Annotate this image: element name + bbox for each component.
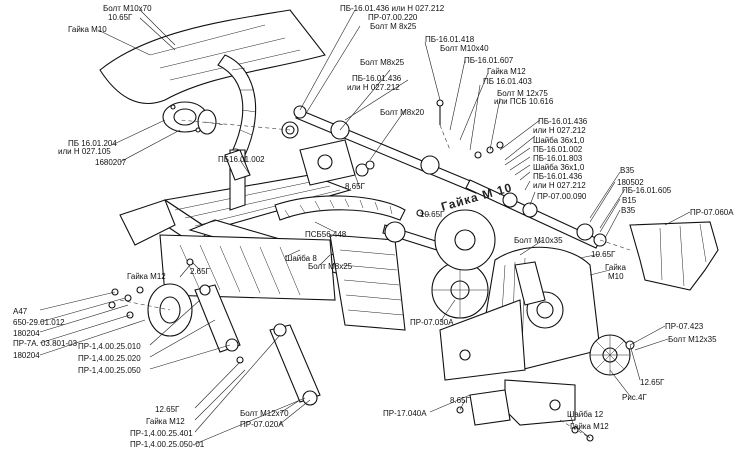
leader-lines [39,9,691,445]
upper-guard-cover [99,9,326,104]
label-size-12-65g-right: 12.65Г [640,378,665,387]
lower-lever-arm [269,323,321,406]
label-bolt-m10x35: Болт M10x35 [514,236,563,245]
label-bolt-m12x35: Болт M12x35 [668,335,717,344]
label-bolt-m8x25-mid: Болт M8x25 [360,58,405,67]
label-nut-m12-low: Гайка M12 [146,417,185,426]
label-pb-16-01-002-right: ПБ-16.01.002 [533,145,583,154]
label-bolt-m8x20: Болт М8x20 [380,108,425,117]
label-pr-07-00-090: ПР-07.00.090 [537,192,587,201]
label-pr-1-4-00-25-010: ПР-1,4.00.25.010 [78,342,141,351]
label-code-180204-a: 180204 [13,329,40,338]
label-size-8-65g-low: 8.65Г [450,396,470,405]
star-sprocket-upper [434,209,496,271]
label-pb16-01-002-left: ПБ16.01.002 [218,155,265,164]
label-pb-16-01-418: ПБ-16.01.418 [425,35,475,44]
mounting-bracket-lower [504,379,576,426]
label-pr-1-4-00-25-050-01: ПР-1,4.00.25.050-01 [130,440,205,449]
label-size-12-65g-left: 12.65Г [155,405,180,414]
chain-belt-lower [274,195,406,221]
label-bolt-m12x75: Болт М 12x75 [497,89,548,98]
label-pr-07-423: ПР-07.423 [665,322,704,331]
label-nut-m12-bottom: Гайка M12 [570,422,609,431]
bottom-bracket [469,389,511,426]
label-pb-16-01-436-low: ПБ-16.01.436 [533,172,583,181]
side-cover-panel [629,221,719,291]
label-nut-m10-right-a: Гайка [605,263,626,272]
lower-channel-frame [159,234,336,301]
label-size-10-65g-right: 10.65Г [591,250,616,259]
label-or-psb-10-616: или ПСБ 10.616 [494,97,554,106]
label-pr-07-030a: ПР-07.030А [410,318,454,327]
label-pb-16-01-403: ПБ 16.01.403 [483,77,532,86]
label-bolt-m10x70: Болт M10x70 [103,4,152,13]
tension-arm [194,284,241,353]
label-size-10-65g-top: 10.65Г [108,13,133,22]
label-washer-36x1-b: Шайба 36x1,0 [533,163,585,172]
label-size-10-65g-mid: 10.65Г [420,210,445,219]
label-pb-16-01-204: ПБ 16.01.204 [68,139,117,148]
label-nut-m10-top: Гайка M10 [68,25,107,34]
label-size-2-65g: 2.65Г [190,267,210,276]
label-bolt-m8x25-low: Болт M8x25 [308,262,353,271]
label-or-n-027-212-low: или Н 027.212 [533,181,586,190]
label-bolt-m12x70: Болт M12x70 [240,409,289,418]
slatted-chute-panel [329,234,406,331]
label-pr-07-060a: ПР-07.060А [690,208,734,217]
label-nut-m12-top: Гайка M12 [487,67,526,76]
label-b35-mid: В35 [621,206,636,215]
label-pb-16-01-607: ПБ-16.01.607 [464,56,514,65]
label-nut-m10-right-b: M10 [608,272,624,281]
label-washer-12: Шайба 12 [567,410,604,419]
left-pulley [124,283,193,337]
label-or-n-027-212-right: или Н 027.212 [533,126,586,135]
label-code-180502: 180502 [617,178,644,187]
label-a47: А47 [13,307,28,316]
label-fig-4g: Рис.4Г [622,393,647,402]
label-pb-16-01-436-mid: ПБ-16.01.436 [352,74,402,83]
label-pb-16-01-605: ПБ-16.01.605 [622,186,672,195]
label-pb-16-01-803: ПБ-16.01.803 [533,154,583,163]
label-pr-07-020a: ПР-07.020А [240,420,284,429]
label-size-8-65g-mid: 8.65Г [345,182,365,191]
label-pr-17-040a: ПР-17.040А [383,409,427,418]
label-code-650-29-01-012: 650-29.01.012 [13,318,65,327]
fastener-set [108,99,635,442]
label-or-n-027-105: или Н 027.105 [58,147,111,156]
label-b35-top: В35 [620,166,635,175]
label-pr-1-4-00-25-020: ПР-1,4.00.25.020 [78,354,141,363]
gearbox-housing-right [439,246,601,381]
star-sprocket-lower [431,261,489,319]
label-washer-8: Шайба 8 [285,254,317,263]
label-psb56-448: ПСБ56.448 [305,230,347,239]
label-washer-36x1-a: Шайба 36x1,0 [533,136,585,145]
label-nut-m12-left: Гайка M12 [127,272,166,281]
label-pb-16-01-436-right: ПБ-16.01.436 [538,117,588,126]
label-bolt-m10x40: Болт M10x40 [440,44,489,53]
label-or-n-027-212-mid: или Н 027.212 [347,83,400,92]
right-output-shaft [465,179,607,249]
label-b15: В15 [622,196,637,205]
label-code-180204-b: 180204 [13,351,40,360]
label-pr-1-4-00-25-401: ПР-1,4.00.25.401 [130,429,193,438]
label-pr-7a-03-801-03: ПР-7А. 03.801-03 [13,339,78,348]
label-pr-07-00-220: ПР-07.00.220 [368,13,418,22]
label-pr-1-4-00-25-050: ПР-1,4.00.25.050 [78,366,141,375]
flange-plate-upper [299,139,369,186]
label-code-1680207: 1680207 [95,158,127,167]
flange-bearing-top [162,101,217,135]
label-bolt-m8x25-top: Болт М 8x25 [370,22,417,31]
drive-sprocket-right [589,334,631,376]
label-pb-16-01-436-top: ПБ-16.01.436 или Н 027.212 [340,4,445,13]
